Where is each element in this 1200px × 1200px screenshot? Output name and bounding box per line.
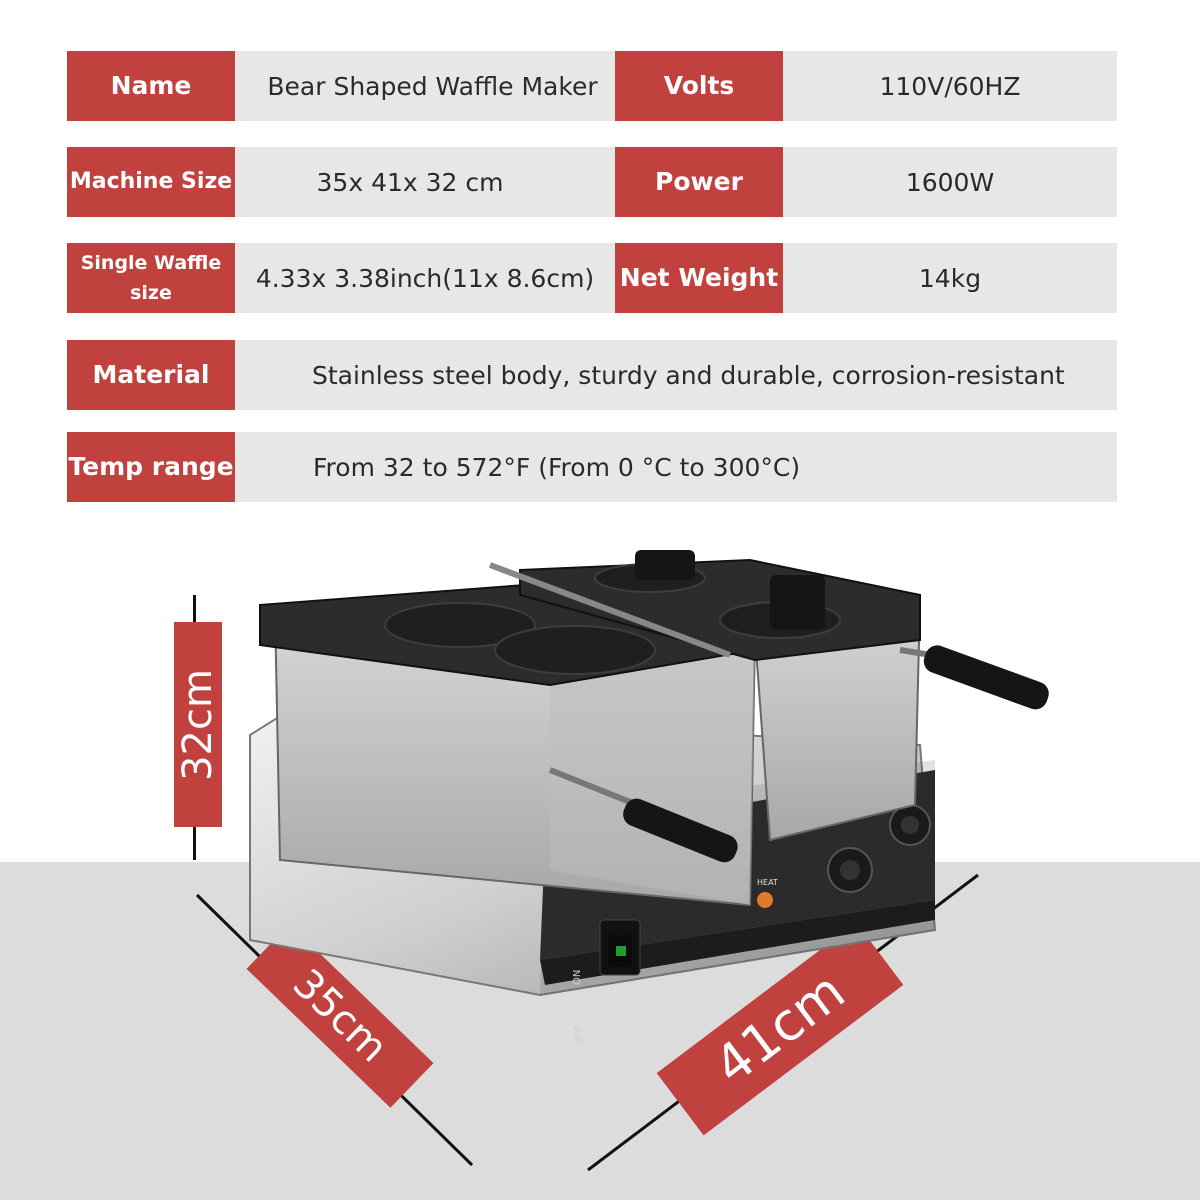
material-label: Material — [67, 340, 235, 410]
power-value: 1600W — [905, 167, 995, 197]
right-plate-latch-1 — [635, 550, 695, 580]
spec-table: Name Bear Shaped Waffle Maker Volts 110V… — [0, 0, 1200, 520]
power-switch — [599, 919, 641, 976]
temperature-knob-left — [827, 847, 873, 893]
temp-value: From 32 to 572°F (From 0 °C to 300°C) — [313, 452, 801, 482]
right-waffle-plate — [519, 550, 921, 662]
single-waffle-value: 4.33x 3.38inch(11x 8.6cm) — [255, 263, 595, 293]
single-waffle-label-line2: size — [130, 282, 172, 304]
volts-value: 110V/60HZ — [879, 71, 1021, 101]
net-weight-label: Net Weight — [615, 243, 783, 313]
switch-on-text: ON — [572, 970, 583, 985]
right-plate-latch-2 — [770, 575, 825, 630]
switch-off-text: OFF — [574, 1025, 585, 1045]
temp-label: Temp range — [67, 432, 235, 502]
net-weight-value: 14kg — [918, 263, 982, 293]
single-waffle-label-line1: Single Waffle — [80, 251, 222, 274]
spec-row-waffle — [67, 243, 1117, 313]
spec-row-material — [67, 340, 1117, 410]
heat-indicator-text: HEAT — [757, 878, 778, 887]
spec-row-temp — [67, 432, 1117, 502]
hinge-rod — [488, 562, 732, 658]
machine-size-label: Machine Size — [67, 147, 235, 217]
left-heating-block — [273, 608, 757, 907]
material-value: Stainless steel body, sturdy and durable… — [312, 360, 1065, 390]
machine-size-value: 35x 41x 32 cm — [316, 167, 504, 197]
waffle-maker-illustration: ON OFF HEAT — [249, 550, 1049, 1045]
temperature-knob-right — [889, 804, 931, 846]
right-handle — [899, 645, 1049, 710]
height-label-box: 32cm — [174, 622, 222, 827]
heat-indicator: HEAT — [757, 878, 778, 908]
name-value: Bear Shaped Waffle Maker — [267, 71, 598, 101]
single-waffle-label: Single Waffle size — [67, 243, 235, 313]
spec-row-name — [67, 51, 1117, 121]
left-plate-bear-cavity-2 — [494, 625, 656, 675]
name-label: Name — [67, 51, 235, 121]
left-handle — [548, 767, 738, 863]
volts-label: Volts — [615, 51, 783, 121]
left-plate-bear-cavity-1 — [384, 602, 536, 648]
power-label: Power — [615, 147, 783, 217]
spec-row-size — [67, 147, 1117, 217]
